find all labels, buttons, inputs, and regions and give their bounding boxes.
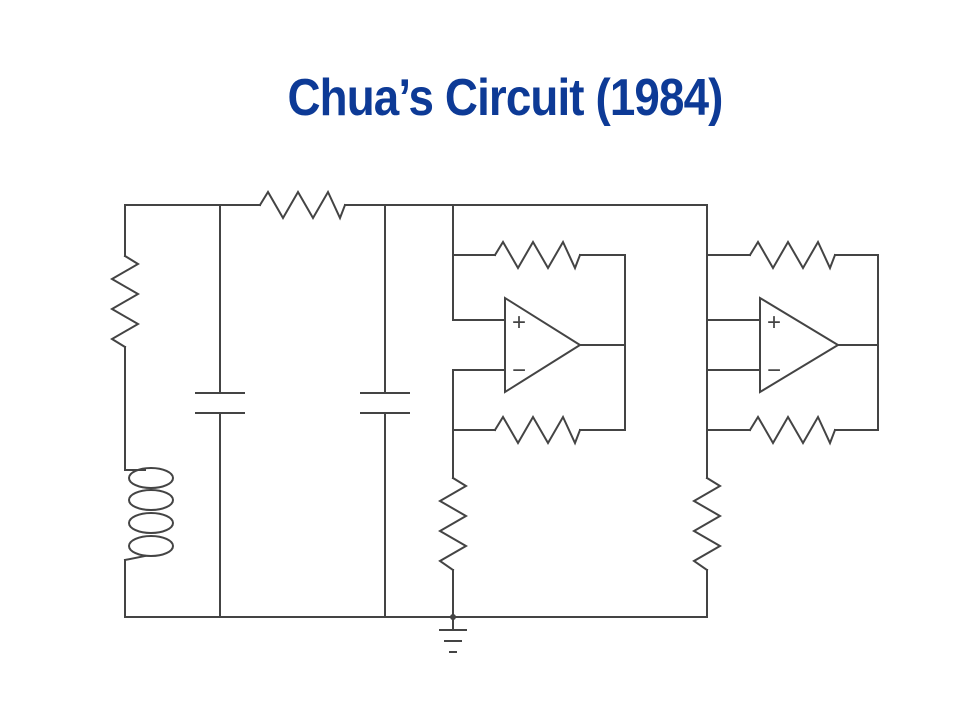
resistor-opamp2-feedback-bottom xyxy=(748,414,837,446)
resistor-opamp1-ground xyxy=(437,476,469,572)
circuit-wires xyxy=(124,204,879,631)
resistor-opamp2-ground xyxy=(691,476,723,572)
opamp-1: + − xyxy=(504,296,582,394)
inductor-coil xyxy=(123,467,174,562)
capacitor-c1 xyxy=(195,392,245,414)
opamp-2: + − xyxy=(759,296,840,394)
opamp-2-minus-sign: − xyxy=(767,357,781,384)
junction-dot xyxy=(450,614,456,620)
ground-symbol xyxy=(439,629,467,653)
resistor-opamp1-feedback-bottom xyxy=(493,414,582,446)
resistor-top xyxy=(258,189,347,221)
slide-title: Chua’s Circuit (1984) xyxy=(287,69,723,127)
resistor-left xyxy=(109,254,141,349)
opamp-1-minus-sign: − xyxy=(512,357,526,384)
opamp-1-plus-sign: + xyxy=(512,309,526,336)
capacitor-c2 xyxy=(360,392,410,414)
resistor-opamp2-feedback-top xyxy=(748,239,837,271)
opamp-2-plus-sign: + xyxy=(767,309,781,336)
resistor-opamp1-feedback-top xyxy=(493,239,582,271)
